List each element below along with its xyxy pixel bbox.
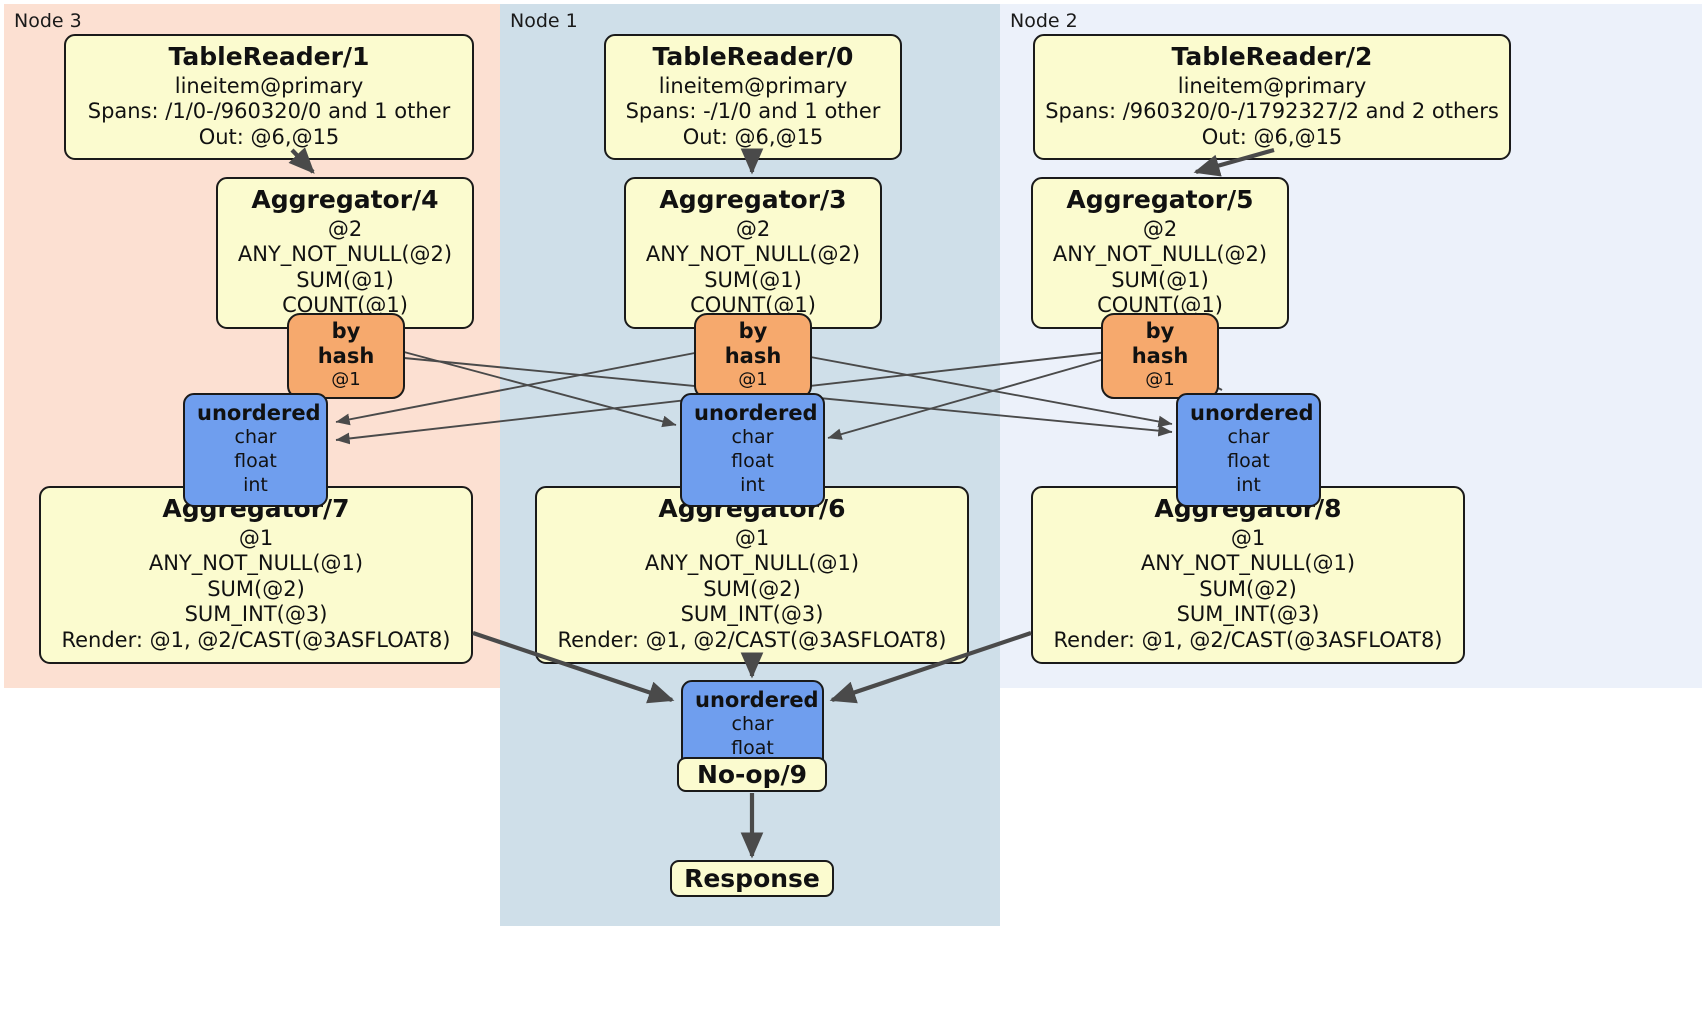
aggregator-4-line-0: @2 (327, 216, 363, 241)
aggregator-7-line-4: Render: @1, @2/CAST(@3ASFLOAT8) (61, 627, 451, 652)
receiver-node-1-type-0: char (731, 426, 774, 449)
tablereader-1-line-1: Spans: /1/0-/960320/0 and 1 other (87, 99, 451, 124)
processor-tablereader-1[interactable]: TableReader/1 lineitem@primary Spans: /1… (64, 34, 474, 161)
receiver-node-1-type-1: float (731, 450, 774, 472)
processor-aggregator-4[interactable]: Aggregator/4 @2 ANY_NOT_NULL(@2) SUM(@1)… (216, 177, 474, 329)
receiver-node-3-title: unordered (197, 401, 321, 425)
edge-agg8-to-final-receiver (829, 631, 1032, 704)
aggregator-8-line-3: SUM_INT(@3) (1176, 602, 1320, 627)
receiver-final-type-1: float (731, 737, 774, 759)
receiver-node-3-type-1: float (234, 450, 277, 472)
receiver-node-2-type-2: int (1236, 473, 1261, 496)
receiver-node-2-type-1: float (1227, 450, 1270, 472)
swimlane-label-node-2: Node 2 (1010, 10, 1078, 32)
aggregator-4-title: Aggregator/4 (251, 185, 439, 214)
receiver-unordered-node-1[interactable]: unordered char float int (680, 393, 825, 507)
aggregator-6-line-0: @1 (734, 525, 770, 550)
swimlane-label-node-3: Node 3 (14, 10, 82, 32)
aggregator-8-line-1: ANY_NOT_NULL(@1) (1140, 551, 1356, 576)
receiver-node-3-type-2: int (243, 473, 268, 496)
aggregator-4-line-2: SUM(@1) (296, 267, 394, 292)
aggregator-3-title: Aggregator/3 (659, 185, 847, 214)
edge-hash2-to-recv1 (827, 357, 1109, 440)
tablereader-0-line-0: lineitem@primary (658, 73, 848, 98)
tablereader-2-line-0: lineitem@primary (1177, 73, 1367, 98)
receiver-final-title: unordered (695, 688, 819, 712)
aggregator-8-line-0: @1 (1230, 525, 1266, 550)
tablereader-2-title: TableReader/2 (1171, 42, 1373, 71)
processor-tablereader-2[interactable]: TableReader/2 lineitem@primary Spans: /9… (1033, 34, 1511, 161)
receiver-unordered-node-3[interactable]: unordered char float int (183, 393, 328, 507)
router-node-2-line: @1 (1145, 369, 1175, 391)
receiver-unordered-node-2[interactable]: unordered char float int (1176, 393, 1321, 507)
router-node-1-line: @1 (738, 369, 768, 391)
aggregator-4-line-1: ANY_NOT_NULL(@2) (237, 242, 453, 267)
aggregator-7-line-2: SUM(@2) (207, 576, 305, 601)
receiver-node-1-title: unordered (694, 401, 818, 425)
tablereader-1-line-0: lineitem@primary (174, 73, 364, 98)
aggregator-3-line-0: @2 (735, 216, 771, 241)
processor-tablereader-0[interactable]: TableReader/0 lineitem@primary Spans: -/… (604, 34, 902, 161)
aggregator-8-line-2: SUM(@2) (1199, 576, 1297, 601)
receiver-unordered-final[interactable]: unordered char float (681, 680, 824, 770)
aggregator-5-line-2: SUM(@1) (1111, 267, 1209, 292)
receiver-node-3-type-0: char (234, 426, 277, 449)
router-by-hash-node-3[interactable]: by hash @1 (287, 313, 405, 399)
aggregator-7-line-0: @1 (238, 525, 274, 550)
receiver-final-type-0: char (731, 713, 774, 736)
tablereader-1-title: TableReader/1 (168, 42, 370, 71)
response-node[interactable]: Response (670, 860, 834, 897)
aggregator-5-line-0: @2 (1142, 216, 1178, 241)
aggregator-5-title: Aggregator/5 (1066, 185, 1254, 214)
edge-hash3-to-recv1 (403, 351, 677, 428)
tablereader-2-line-2: Out: @6,@15 (1201, 124, 1343, 149)
tablereader-0-line-2: Out: @6,@15 (682, 124, 824, 149)
aggregator-7-line-1: ANY_NOT_NULL(@1) (148, 551, 364, 576)
aggregator-5-line-1: ANY_NOT_NULL(@2) (1052, 242, 1268, 267)
router-by-hash-node-1[interactable]: by hash @1 (694, 313, 812, 399)
aggregator-7-line-3: SUM_INT(@3) (184, 602, 328, 627)
router-node-3-line: @1 (331, 369, 361, 391)
receiver-node-2-type-0: char (1227, 426, 1270, 449)
aggregator-3-line-1: ANY_NOT_NULL(@2) (645, 242, 861, 267)
receiver-node-1-type-2: int (740, 473, 765, 496)
response-label: Response (684, 864, 820, 893)
tablereader-2-line-1: Spans: /960320/0-/1792327/2 and 2 others (1045, 99, 1499, 124)
processor-aggregator-7[interactable]: Aggregator/7 @1 ANY_NOT_NULL(@1) SUM(@2)… (39, 486, 473, 664)
edge-hash1-to-recv3 (335, 351, 701, 426)
router-node-2-title: by hash (1131, 319, 1189, 369)
edge-tr1-to-agg4 (288, 147, 315, 174)
no-op-9-label: No-op/9 (696, 760, 808, 789)
processor-aggregator-5[interactable]: Aggregator/5 @2 ANY_NOT_NULL(@2) SUM(@1)… (1031, 177, 1289, 329)
processor-aggregator-3[interactable]: Aggregator/3 @2 ANY_NOT_NULL(@2) SUM(@1)… (624, 177, 882, 329)
router-by-hash-node-2[interactable]: by hash @1 (1101, 313, 1219, 399)
aggregator-8-line-4: Render: @1, @2/CAST(@3ASFLOAT8) (1053, 627, 1443, 652)
tablereader-1-line-2: Out: @6,@15 (198, 124, 340, 149)
edge-agg7-to-final-receiver (472, 631, 675, 704)
processor-no-op-9[interactable]: No-op/9 (677, 757, 827, 792)
aggregator-3-line-2: SUM(@1) (704, 267, 802, 292)
router-node-1-title: by hash (724, 319, 782, 369)
edge-hash1-to-recv2 (804, 355, 1173, 428)
swimlane-label-node-1: Node 1 (510, 10, 578, 32)
receiver-node-2-title: unordered (1190, 401, 1314, 425)
aggregator-6-line-2: SUM(@2) (703, 576, 801, 601)
tablereader-0-line-1: Spans: -/1/0 and 1 other (625, 99, 881, 124)
aggregator-6-line-3: SUM_INT(@3) (680, 602, 824, 627)
tablereader-0-title: TableReader/0 (652, 42, 854, 71)
processor-aggregator-6[interactable]: Aggregator/6 @1 ANY_NOT_NULL(@1) SUM(@2)… (535, 486, 969, 664)
edge-tr2-to-agg5 (1193, 147, 1275, 177)
router-node-3-title: by hash (317, 319, 375, 369)
aggregator-6-line-1: ANY_NOT_NULL(@1) (644, 551, 860, 576)
aggregator-6-line-4: Render: @1, @2/CAST(@3ASFLOAT8) (557, 627, 947, 652)
